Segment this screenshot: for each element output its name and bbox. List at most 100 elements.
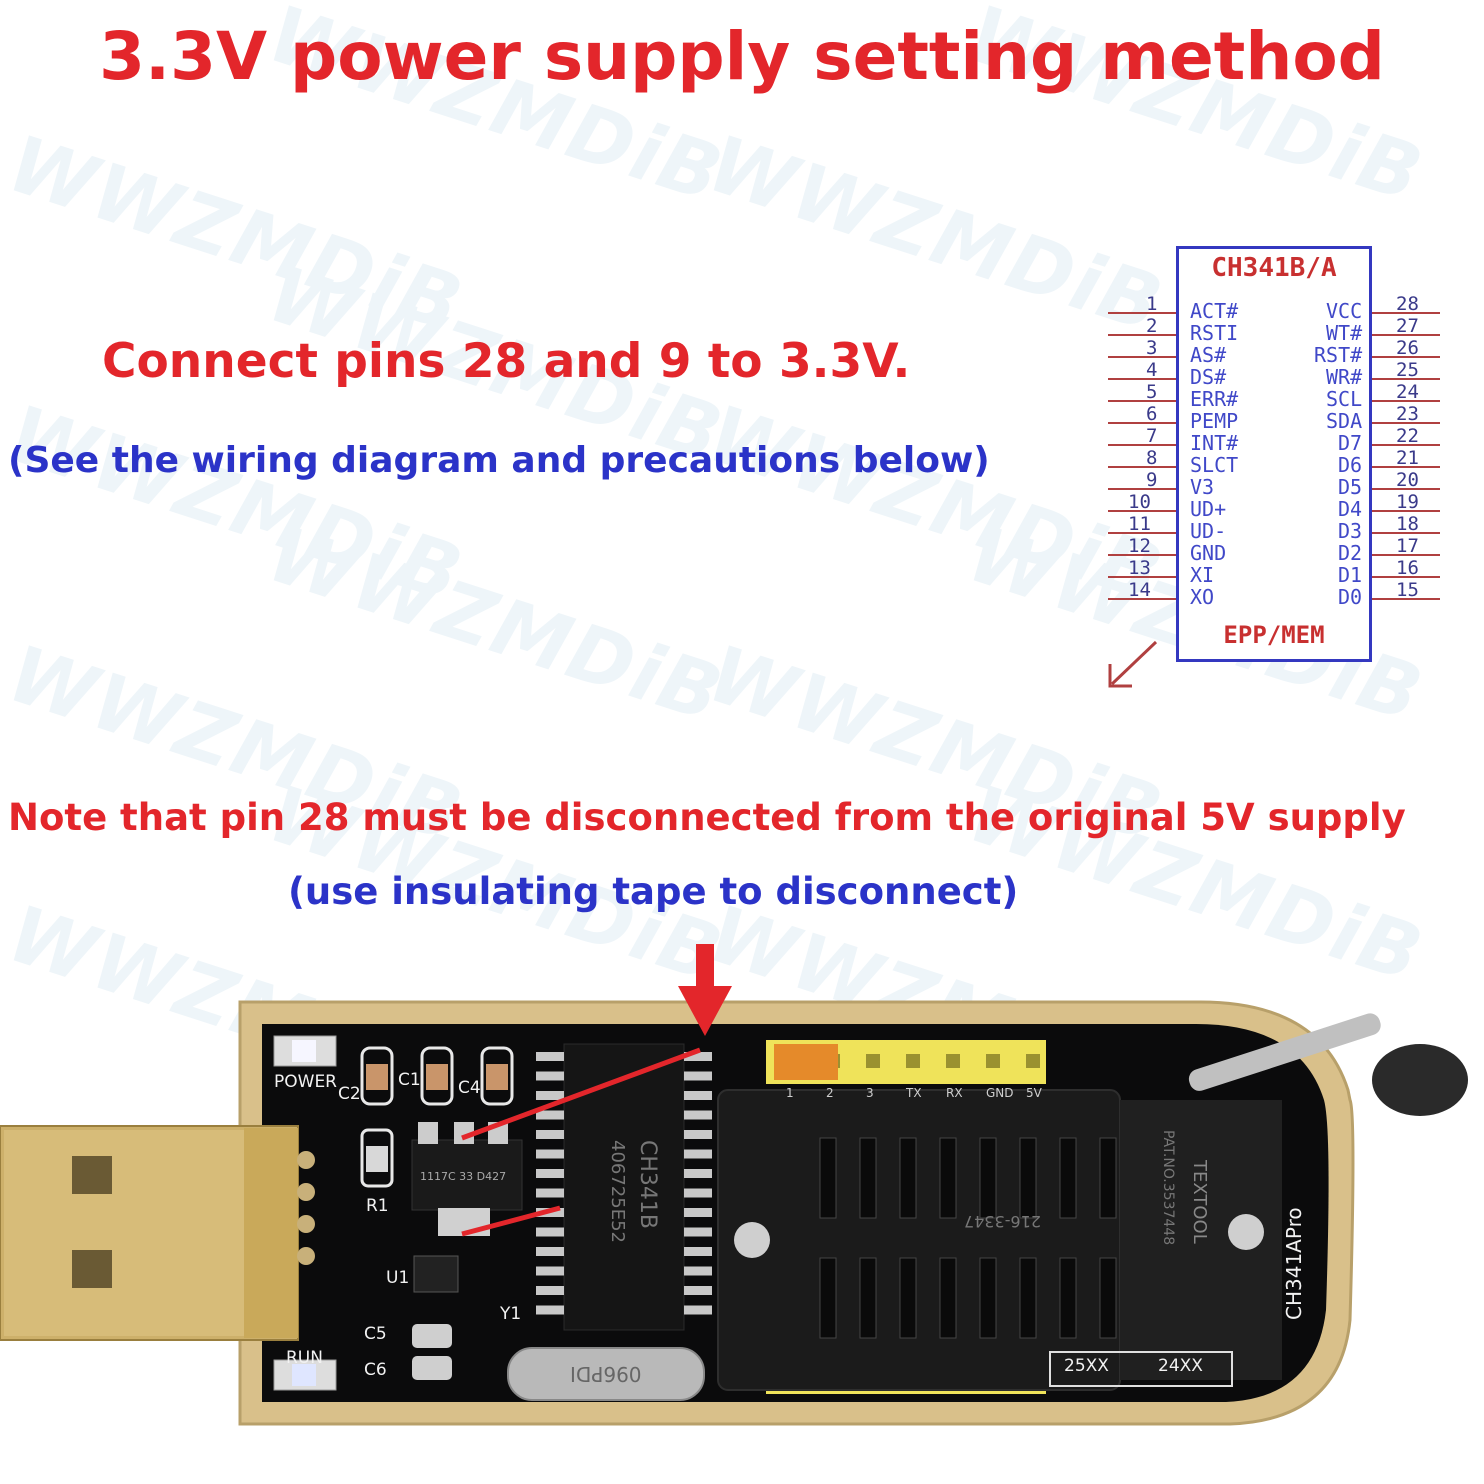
c2-label: C2 — [338, 1084, 361, 1104]
ic-leg — [536, 1227, 564, 1237]
header-pin — [946, 1054, 960, 1068]
pin-label: D3 — [1338, 519, 1363, 543]
header-pin-label: 2 — [826, 1086, 834, 1100]
pin-line — [1370, 488, 1440, 490]
zif-slot — [899, 1137, 917, 1219]
pin-line — [1370, 334, 1440, 336]
pin-line — [1370, 532, 1440, 534]
pin-label: VCC — [1326, 299, 1363, 323]
zif-slot — [939, 1137, 957, 1219]
pin-label: ACT# — [1190, 299, 1239, 323]
header-pin-label: TX — [906, 1086, 922, 1100]
header-pin-label: RX — [946, 1086, 963, 1100]
pin-number: 16 — [1396, 557, 1419, 579]
zif-slot — [859, 1257, 877, 1339]
pin-label: SDA — [1326, 409, 1363, 433]
zif-slot — [1019, 1137, 1037, 1219]
pin-label: AS# — [1190, 343, 1227, 367]
pin-label: ERR# — [1190, 387, 1239, 411]
ic-leg — [536, 1130, 564, 1139]
zif-slot — [1099, 1137, 1117, 1219]
pin-line — [1108, 488, 1178, 490]
chip-name: CH341B/A — [1211, 253, 1337, 283]
pin-label: D0 — [1338, 585, 1363, 609]
ic-leg — [536, 1188, 564, 1198]
pin-number: 17 — [1396, 535, 1419, 557]
ic-leg — [536, 1305, 564, 1315]
pin-number: 8 — [1146, 447, 1158, 469]
pin-number: 15 — [1396, 579, 1419, 601]
pin-number: 13 — [1128, 557, 1151, 579]
pin-line — [1370, 312, 1440, 314]
ic-leg — [684, 1305, 712, 1315]
watermark: WWZMDiB — [257, 509, 734, 741]
ic-leg — [536, 1052, 564, 1061]
pin-number: 25 — [1396, 359, 1419, 381]
ic-leg — [684, 1091, 712, 1100]
pin-number: 7 — [1146, 425, 1158, 447]
ic-leg — [684, 1110, 712, 1120]
ic-leg — [536, 1071, 564, 1081]
c5-label: C5 — [364, 1324, 387, 1344]
pin-number: 26 — [1396, 337, 1419, 359]
pin-line — [1108, 598, 1178, 600]
pin-number: 14 — [1128, 579, 1151, 601]
label-24xx: 24XX — [1158, 1356, 1203, 1376]
pin-line — [1370, 422, 1440, 424]
pin-label: RSTI — [1190, 321, 1239, 345]
ic-leg — [684, 1071, 712, 1081]
pin-number: 28 — [1396, 293, 1419, 315]
r1-label: R1 — [366, 1196, 389, 1216]
pin-number: 12 — [1128, 535, 1151, 557]
zif-slot — [819, 1257, 837, 1339]
pin-line — [1370, 400, 1440, 402]
zif-slot — [819, 1137, 837, 1219]
ic-leg — [536, 1247, 564, 1256]
ic-leg — [536, 1149, 564, 1159]
pin-line — [1370, 378, 1440, 380]
header-pin-label: 5V — [1026, 1086, 1042, 1100]
pin-line — [1108, 378, 1178, 380]
pin-label: UD+ — [1190, 497, 1227, 521]
zif-patent: PAT.NO.3537448 — [1160, 1130, 1176, 1246]
header-pin — [906, 1054, 920, 1068]
ic-leg — [536, 1110, 564, 1120]
pin-number: 21 — [1396, 447, 1419, 469]
ic-leg — [536, 1266, 564, 1276]
warning-text: Note that pin 28 must be disconnected fr… — [8, 796, 1406, 839]
diagonal-arrow-icon — [1108, 640, 1158, 688]
ic-leg — [536, 1286, 564, 1295]
zif-slot — [1059, 1137, 1077, 1219]
watermark: WWZMDiB — [697, 119, 1174, 351]
ic-leg — [684, 1247, 712, 1256]
c6-label: C6 — [364, 1360, 387, 1380]
pin-line — [1108, 422, 1178, 424]
ic-leg — [684, 1227, 712, 1237]
pin-line — [1370, 598, 1440, 600]
header-pin — [1026, 1054, 1040, 1068]
pin-line — [1370, 510, 1440, 512]
header-pin-label: GND — [986, 1086, 1014, 1100]
pin-number: 22 — [1396, 425, 1419, 447]
header-pin — [986, 1054, 1000, 1068]
pin-label: D7 — [1338, 431, 1363, 455]
ic-leg — [684, 1286, 712, 1295]
pin-line — [1108, 444, 1178, 446]
header-pin-label: 1 — [786, 1086, 794, 1100]
pin-line — [1108, 554, 1178, 556]
pin-label: PEMP — [1190, 409, 1239, 433]
u1-label: U1 — [386, 1268, 410, 1288]
pin-label: UD- — [1190, 519, 1227, 543]
ic-leg — [536, 1169, 564, 1178]
pin-label: D6 — [1338, 453, 1363, 477]
ic-leg — [684, 1169, 712, 1178]
regulator-marking: 1117C 33 D427 — [420, 1170, 507, 1183]
pin-number: 19 — [1396, 491, 1419, 513]
zif-slot — [1019, 1257, 1037, 1339]
ic-lot-marking: 406725E52 — [607, 1140, 628, 1243]
c4-label: C4 — [458, 1078, 481, 1098]
header-pin — [866, 1054, 880, 1068]
pin-label: GND — [1190, 541, 1227, 565]
pin-label: SLCT — [1190, 453, 1239, 477]
ic-leg — [684, 1130, 712, 1139]
